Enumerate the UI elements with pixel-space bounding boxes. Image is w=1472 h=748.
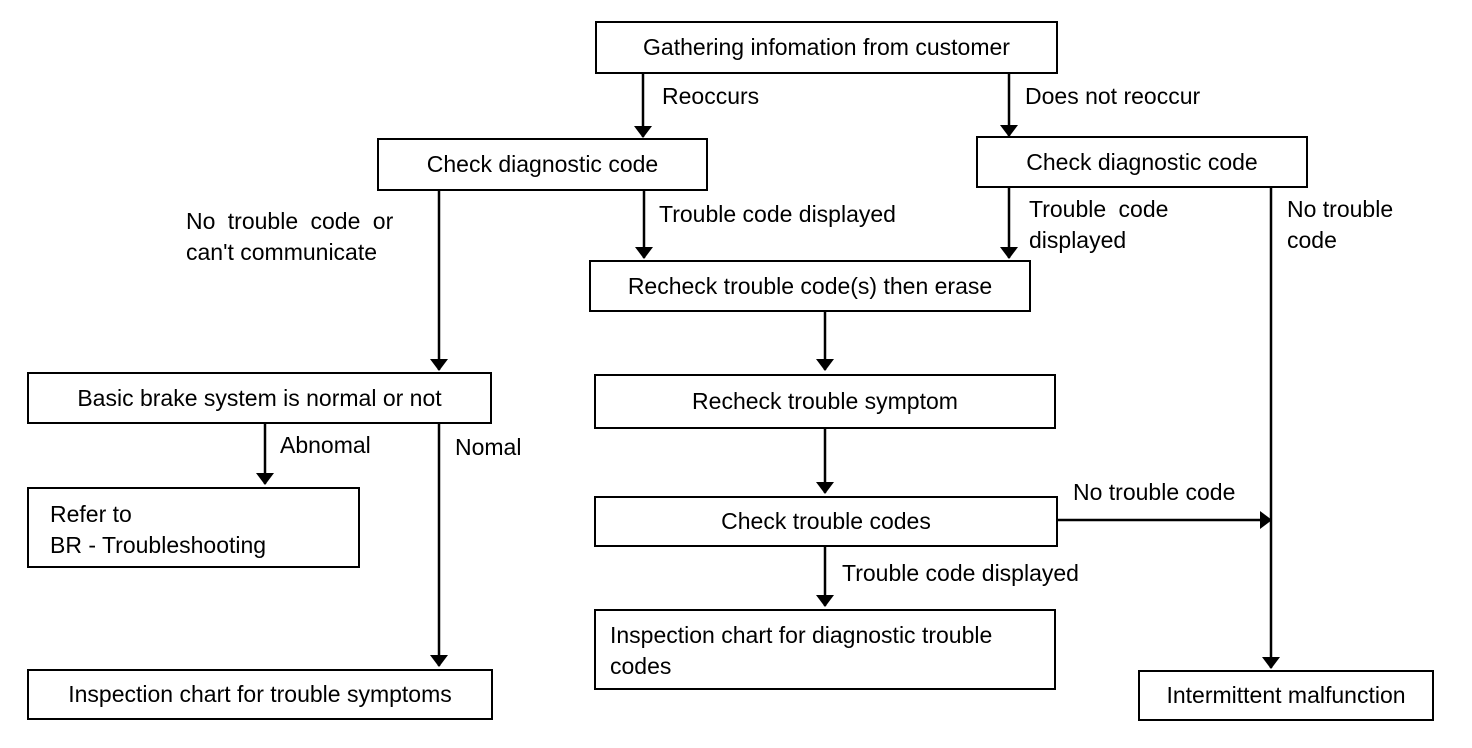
- node-recheck-symptom-text: Recheck trouble symptom: [692, 388, 958, 414]
- edge-label-no-trouble-code-bottom: No trouble code: [1073, 479, 1236, 505]
- node-recheck-erase-text: Recheck trouble code(s) then erase: [627, 272, 993, 299]
- node-refer-br-text-2: BR - Troubleshooting: [50, 532, 267, 558]
- edge-label-normal: Nomal: [455, 434, 522, 460]
- node-inspection-dtc-text-1: Inspection chart for diagnostic trouble: [610, 622, 993, 648]
- edge-label-no-code-line1: No trouble code or: [186, 208, 394, 234]
- edge-label-no-code-line2: can't communicate: [186, 239, 378, 265]
- node-check-diagnostic-right-text: Check diagnostic code: [1026, 148, 1258, 175]
- edge-label-code-displayed-right: Trouble code displayed: [1029, 194, 1168, 256]
- node-gather-info: Gathering infomation from customer: [595, 21, 1058, 74]
- node-basic-brake: Basic brake system is normal or not: [27, 372, 492, 424]
- node-check-trouble-codes-text: Check trouble codes: [721, 508, 931, 534]
- node-intermittent-malfunction-text: Intermittent malfunction: [1166, 682, 1406, 708]
- edge-label-code-displayed-right-line2: displayed: [1029, 227, 1127, 253]
- edge-label-code-displayed-right-line1: Trouble code: [1029, 196, 1169, 222]
- edge-label-reoccurs: Reoccurs: [662, 83, 760, 109]
- node-intermittent-malfunction: Intermittent malfunction: [1138, 670, 1434, 721]
- node-check-diagnostic-left-text: Check diagnostic code: [426, 151, 659, 177]
- node-refer-br-text-1: Refer to: [50, 501, 132, 527]
- node-inspection-dtc-text-2: codes: [610, 653, 672, 679]
- edge-label-no-trouble-code-right: No trouble code: [1287, 194, 1393, 256]
- edge-label-no-trouble-code-right-line2: code: [1287, 227, 1337, 253]
- edge-label-abnormal: Abnomal: [280, 432, 371, 458]
- node-recheck-erase: Recheck trouble code(s) then erase: [589, 260, 1031, 312]
- node-inspection-symptoms-text: Inspection chart for trouble symptoms: [68, 681, 452, 707]
- node-check-diagnostic-left: Check diagnostic code: [377, 138, 708, 191]
- node-basic-brake-text: Basic brake system is normal or not: [77, 384, 442, 411]
- node-recheck-symptom: Recheck trouble symptom: [594, 374, 1056, 429]
- node-check-trouble-codes: Check trouble codes: [594, 496, 1058, 547]
- node-inspection-symptoms: Inspection chart for trouble symptoms: [27, 669, 493, 720]
- edge-label-no-code-or-cant-communicate: No trouble code or can't communicate: [186, 206, 393, 268]
- edge-label-code-displayed-left: Trouble code displayed: [659, 201, 896, 227]
- node-gather-info-text: Gathering infomation from customer: [643, 34, 1010, 60]
- node-inspection-dtc: Inspection chart for diagnostic trouble …: [594, 609, 1056, 690]
- edge-label-no-trouble-code-right-line1: No trouble: [1287, 196, 1394, 222]
- node-check-diagnostic-right: Check diagnostic code: [976, 136, 1308, 188]
- edge-label-does-not-reoccur: Does not reoccur: [1025, 83, 1201, 109]
- edge-label-code-displayed-bottom: Trouble code displayed: [842, 560, 1079, 586]
- node-refer-br: Refer to BR - Troubleshooting: [27, 487, 360, 568]
